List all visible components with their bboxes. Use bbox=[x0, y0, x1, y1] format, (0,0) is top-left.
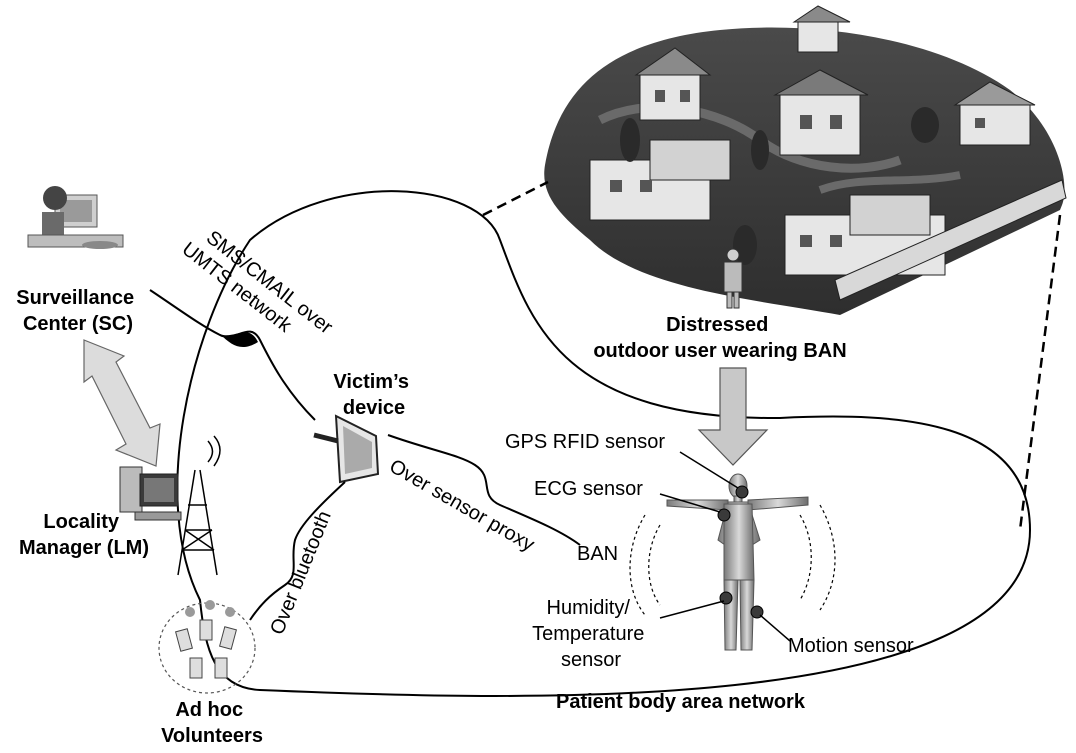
surveillance-center-label: Surveillance Center (SC) bbox=[16, 287, 139, 335]
dashed-connector-left bbox=[482, 180, 549, 217]
gps-leader-line bbox=[679, 451, 739, 489]
human-body-figure bbox=[666, 473, 809, 651]
patient-ban-region-outline bbox=[176, 190, 1032, 697]
down-arrow bbox=[697, 367, 769, 466]
village-scene-image bbox=[544, 5, 1067, 315]
ban-signal-arcs bbox=[629, 504, 836, 616]
ecg-sensor-label: ECG sensor bbox=[534, 478, 643, 500]
ecg-sensor-dot bbox=[717, 508, 731, 522]
victims-device-icon[interactable] bbox=[313, 414, 380, 484]
bluetooth-link bbox=[249, 481, 346, 621]
distressed-user-label: Distressed outdoor user wearing BAN bbox=[593, 314, 846, 362]
sc-lm-double-arrow bbox=[83, 339, 161, 467]
ad-hoc-volunteers-label: Ad hoc Volunteers bbox=[161, 699, 263, 747]
sensor-proxy-link bbox=[387, 434, 581, 546]
dashed-connector-right bbox=[1018, 214, 1062, 531]
victims-device-label: Victim’s device bbox=[333, 371, 414, 419]
gps-rfid-sensor-label: GPS RFID sensor bbox=[505, 431, 665, 453]
locality-manager-label: Locality Manager (LM) bbox=[19, 511, 149, 559]
patient-ban-region-label: Patient body area network bbox=[556, 691, 806, 713]
gps-rfid-sensor-dot bbox=[735, 485, 749, 499]
ecg-leader-line bbox=[659, 493, 721, 513]
motion-sensor-label: Motion sensor bbox=[788, 635, 914, 657]
surveillance-operator-icon bbox=[27, 186, 124, 249]
ad-hoc-volunteers-cloud bbox=[158, 600, 256, 694]
humidity-temperature-sensor-label: Humidity/ Temperature sensor bbox=[532, 597, 650, 671]
distressed-user-figure bbox=[723, 248, 743, 309]
humidity-leader-line bbox=[659, 600, 725, 619]
sensor-proxy-link-label: Over sensor proxy bbox=[386, 455, 539, 556]
radio-tower-icon bbox=[177, 435, 221, 576]
motion-leader-line bbox=[759, 614, 791, 642]
locality-manager-computer-icon bbox=[119, 466, 182, 521]
ban-label: BAN bbox=[577, 543, 618, 565]
